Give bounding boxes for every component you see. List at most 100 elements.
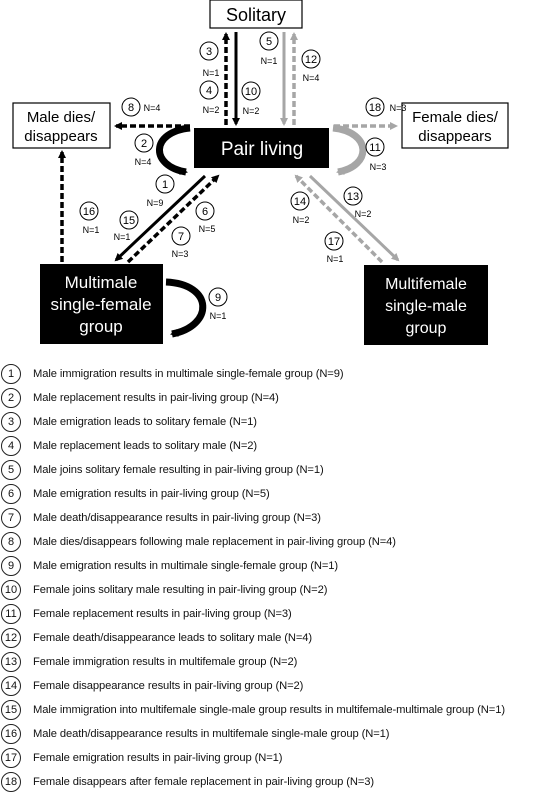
svg-text:11: 11 — [369, 142, 380, 154]
label-11: 11 N=3 — [365, 137, 386, 172]
legend-item: 7 Male death/disappearance results in pai… — [0, 506, 550, 530]
svg-text:N=2: N=2 — [355, 209, 372, 219]
legend-text: Female replacement results in pair-livin… — [33, 608, 292, 620]
label-9: 9 N=1 — [208, 287, 228, 321]
pair-living-box: Pair living — [194, 128, 329, 168]
svg-text:17: 17 — [328, 236, 340, 248]
legend-item: 3 Male emigration leads to solitary femal… — [0, 410, 550, 434]
female-dies-label-line1: Female dies/ — [412, 109, 499, 126]
legend-text: Male joins solitary female resulting in … — [33, 464, 324, 476]
legend-text: Male immigration into multifemale single… — [33, 704, 505, 716]
svg-text:1: 1 — [162, 179, 168, 191]
svg-text:3: 3 — [206, 46, 212, 58]
label-14: 14 N=2 — [290, 191, 310, 225]
legend-text: Male death/disappearance results in mult… — [33, 728, 390, 740]
svg-text:8: 8 — [128, 102, 134, 114]
svg-text:12: 12 — [305, 54, 317, 66]
legend-number: 9 — [1, 556, 21, 576]
multifemale-label-line3: group — [406, 320, 447, 337]
legend-item: 10 Female joins solitary male resulting i… — [0, 578, 550, 602]
legend-text: Female disappearance results in pair-liv… — [33, 680, 304, 692]
svg-text:13: 13 — [347, 191, 359, 203]
svg-text:5: 5 — [266, 36, 272, 48]
svg-text:N=3: N=3 — [172, 249, 189, 259]
legend-text: Male emigration results in pair-living g… — [33, 488, 270, 500]
legend-number: 18 — [1, 772, 21, 792]
multimale-label-line2: single-female — [50, 295, 151, 314]
svg-text:N=1: N=1 — [261, 56, 278, 66]
label-15: 15 N=1 — [114, 210, 139, 242]
legend-number: 10 — [1, 580, 21, 600]
legend-item: 6 Male emigration results in pair-living … — [0, 482, 550, 506]
label-4: 4 N=2 — [199, 80, 220, 115]
legend-number: 7 — [1, 508, 21, 528]
solitary-box: Solitary — [209, 0, 303, 29]
label-3: 3 N=1 — [199, 41, 220, 78]
label-1: 1 N=9 — [147, 174, 175, 208]
arrow-11-loop — [332, 124, 367, 176]
arrow-6-7 — [126, 174, 220, 264]
svg-text:N=4: N=4 — [135, 157, 152, 167]
svg-text:N=9: N=9 — [147, 198, 164, 208]
transition-diagram: Solitary Pair living Male dies/ disappea… — [12, 0, 509, 345]
svg-text:N=2: N=2 — [293, 215, 310, 225]
svg-text:N=1: N=1 — [203, 68, 220, 78]
svg-text:N=2: N=2 — [243, 106, 260, 116]
svg-text:N=4: N=4 — [144, 103, 161, 113]
svg-text:N=1: N=1 — [210, 311, 227, 321]
legend-number: 2 — [1, 388, 21, 408]
label-10: 10 N=2 — [241, 81, 261, 116]
arrow-13 — [308, 174, 400, 262]
label-18: 18 N=3 — [365, 97, 406, 117]
svg-text:N=1: N=1 — [83, 225, 100, 235]
multifemale-box: Multifemale single-male group — [364, 265, 488, 345]
svg-text:16: 16 — [83, 206, 95, 218]
svg-text:N=1: N=1 — [327, 254, 344, 264]
legend-number: 11 — [1, 604, 21, 624]
legend-text: Male emigration results in multimale sin… — [33, 560, 339, 572]
label-8: 8 N=4 — [121, 97, 161, 117]
multimale-box: Multimale single-female group — [40, 264, 163, 344]
svg-text:4: 4 — [206, 85, 212, 97]
pair-living-label: Pair living — [221, 139, 303, 160]
legend-number: 16 — [1, 724, 21, 744]
legend-number: 6 — [1, 484, 21, 504]
label-5: 5 N=1 — [259, 31, 279, 66]
male-dies-label-line2: disappears — [24, 128, 97, 145]
multimale-label-line3: group — [79, 317, 122, 336]
label-12: 12 N=4 — [301, 49, 321, 83]
svg-text:N=1: N=1 — [114, 232, 131, 242]
legend-number: 1 — [1, 364, 21, 384]
svg-text:9: 9 — [215, 292, 221, 304]
label-13: 13 N=2 — [343, 186, 372, 219]
legend-text: Female emigration results in pair-living… — [33, 752, 283, 764]
svg-text:18: 18 — [369, 102, 381, 114]
svg-text:6: 6 — [202, 206, 208, 218]
female-dies-label-line2: disappears — [418, 128, 491, 145]
arrow-9-loop — [165, 278, 207, 338]
svg-text:10: 10 — [245, 86, 257, 98]
legend-text: Male replacement leads to solitary male … — [33, 440, 258, 452]
multimale-label-line1: Multimale — [65, 273, 138, 292]
label-7: 7 N=3 — [171, 226, 191, 259]
svg-text:N=2: N=2 — [203, 105, 220, 115]
multifemale-label-line2: single-male — [385, 298, 467, 315]
multifemale-label-line1: Multifemale — [385, 276, 467, 293]
legend-item: 17 Female emigration results in pair-livi… — [0, 746, 550, 770]
legend-text: Male emigration leads to solitary female… — [33, 416, 257, 428]
legend-number: 17 — [1, 748, 21, 768]
legend-text: Male death/disappearance results in pair… — [33, 512, 321, 524]
arrow-14-17 — [294, 174, 384, 264]
legend-text: Female joins solitary male resulting in … — [33, 584, 328, 596]
legend-item: 9 Male emigration results in multimale si… — [0, 554, 550, 578]
label-16: 16 N=1 — [79, 201, 100, 235]
svg-text:N=5: N=5 — [199, 224, 216, 234]
svg-text:7: 7 — [178, 231, 184, 243]
arrow-1 — [114, 174, 207, 262]
legend-number: 3 — [1, 412, 21, 432]
